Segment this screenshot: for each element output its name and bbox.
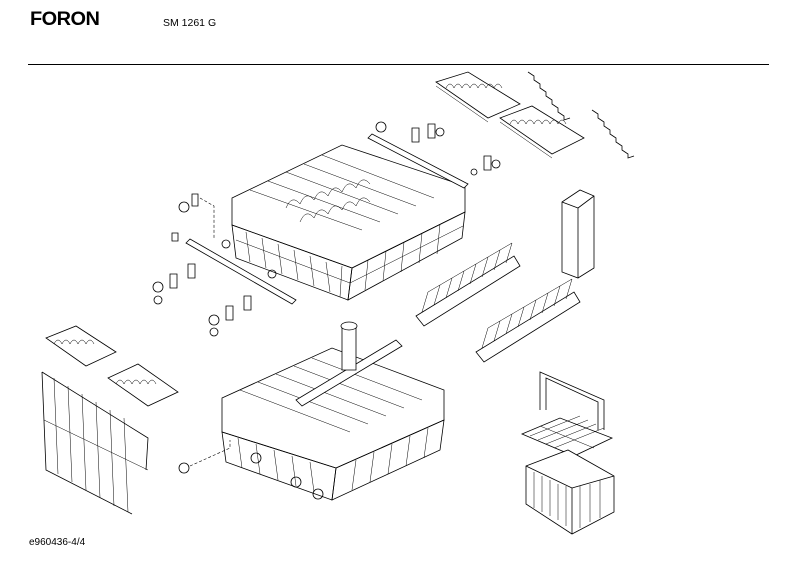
drawing-number: e960436-4/4 [29,537,86,548]
header-divider [28,64,769,65]
cup-rack-top [436,72,520,122]
spike-strip-lower [592,110,634,158]
upper-rail-left [186,239,296,304]
cutlery-basket [526,450,614,534]
cutlery-basket-lid [522,416,612,456]
upper-basket [232,145,465,300]
upper-basket-clips [153,124,500,336]
loose-cup-rack-right [108,364,178,406]
lower-spray-arm [296,322,402,406]
spike-strip-upper [528,72,570,120]
brand-logo: FORON [30,9,100,30]
wire-frame-left [42,372,148,514]
upper-rail-right [368,122,468,188]
lower-basket-wheels [179,440,323,499]
cutlery-basket-handle [540,372,604,430]
plate-rack-lower [476,279,580,362]
model-number: SM 1261 G [163,17,217,29]
plate-rack-upper [416,243,520,326]
loose-cup-rack-left [46,326,116,366]
lower-basket [222,348,444,500]
cutlery-tube [562,190,594,278]
cup-rack-middle [500,106,584,158]
